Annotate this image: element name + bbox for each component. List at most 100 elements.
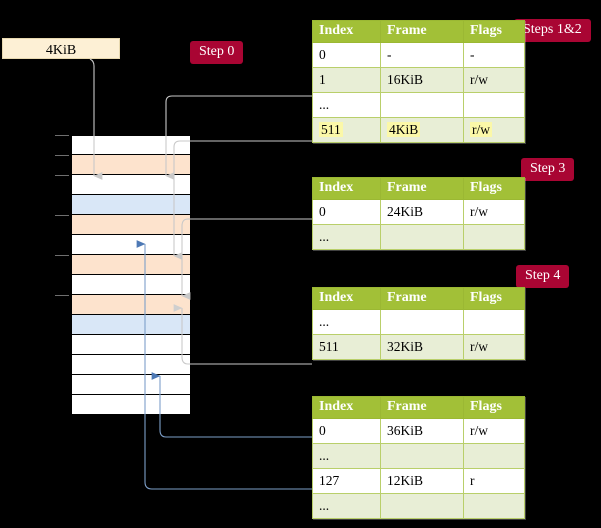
table-row[interactable]: 511 32KiB r/w — [312, 334, 525, 360]
memory-frame-row — [71, 155, 191, 175]
table-cell: r — [463, 468, 525, 494]
table-cell — [380, 309, 464, 335]
column-header-index: Index — [312, 287, 381, 310]
table-cell — [380, 493, 464, 519]
table-cell: 127 — [312, 468, 381, 494]
table-cell: r/w — [463, 67, 525, 93]
column-header-frame: Frame — [380, 177, 464, 200]
table-cell-value: 4KiB — [387, 121, 421, 137]
table-cell: 32KiB — [380, 334, 464, 360]
table-cell-value: - — [387, 46, 392, 62]
table-cell: 4KiB — [380, 117, 464, 143]
table-cell: r/w — [463, 334, 525, 360]
badge-step-4: Step 4 — [516, 265, 570, 288]
table-cell-value: ... — [319, 497, 330, 513]
table-cell-value: ... — [319, 96, 330, 112]
table-row[interactable]: ... — [312, 92, 525, 118]
table-cell: ... — [312, 443, 381, 469]
table-cell — [463, 92, 525, 118]
memory-frame-tick — [55, 175, 69, 176]
column-header-frame: Frame — [380, 396, 464, 419]
table-cell-value: r — [470, 472, 475, 488]
table-cell-value: r/w — [470, 121, 492, 137]
table-cell-value: 32KiB — [387, 338, 424, 354]
table-cell: 0 — [312, 418, 381, 444]
table-row[interactable]: 0 24KiB r/w — [312, 199, 525, 225]
column-header-index: Index — [312, 177, 381, 200]
memory-frame-row — [71, 335, 191, 355]
table-cell: 0 — [312, 42, 381, 68]
table-cell — [463, 224, 525, 250]
memory-frame-row — [71, 375, 191, 395]
column-header-index: Index — [312, 20, 381, 43]
memory-frame-row — [71, 175, 191, 195]
table-cell-value: r/w — [470, 71, 488, 87]
column-header-frame: Frame — [380, 20, 464, 43]
table-cell: r/w — [463, 117, 525, 143]
memory-frame-row — [71, 295, 191, 315]
memory-frame-tick — [55, 255, 69, 256]
table-cell: 24KiB — [380, 199, 464, 225]
column-header-flags: Flags — [463, 287, 525, 310]
table-cell-value: 0 — [319, 203, 326, 219]
memory-frame-tick — [55, 135, 69, 136]
table-cell-value: 0 — [319, 422, 326, 438]
table-row[interactable]: 1 16KiB r/w — [312, 67, 525, 93]
table-cell-value: r/w — [470, 203, 488, 219]
table-cell: 36KiB — [380, 418, 464, 444]
table-cell: 511 — [312, 117, 381, 143]
table-row[interactable]: 0-- — [312, 42, 525, 68]
memory-frame-tick — [55, 295, 69, 296]
source-address-label: 4KiB — [45, 43, 77, 58]
table-cell-value: r/w — [470, 338, 488, 354]
table-cell-value: 1 — [319, 71, 326, 87]
badge-steps-1-2: Steps 1&2 — [514, 19, 591, 42]
table-cell-value: 511 — [319, 338, 339, 354]
memory-frame-tick — [55, 155, 69, 156]
memory-frame-row — [71, 255, 191, 275]
table-cell: - — [463, 42, 525, 68]
table-cell: 16KiB — [380, 67, 464, 93]
table-cell: 12KiB — [380, 468, 464, 494]
table-cell: 511 — [312, 334, 381, 360]
table-row[interactable]: ... — [312, 493, 525, 519]
physical-memory-column — [55, 135, 191, 415]
table-cell-value: r/w — [470, 422, 488, 438]
table-cell: ... — [312, 493, 381, 519]
table-row[interactable]: ... — [312, 443, 525, 469]
memory-frame-row — [71, 355, 191, 375]
column-header-index: Index — [312, 396, 381, 419]
table-row[interactable]: ... — [312, 224, 525, 250]
table-cell — [463, 493, 525, 519]
source-address-box: 4KiB — [2, 38, 120, 59]
table-cell — [380, 92, 464, 118]
table-cell: r/w — [463, 199, 525, 225]
table-row[interactable]: ... — [312, 309, 525, 335]
table-cell-value: 127 — [319, 472, 340, 488]
table-row[interactable]: 511 4KiB r/w — [312, 117, 525, 143]
table-cell: 1 — [312, 67, 381, 93]
memory-frame-row — [71, 235, 191, 255]
memory-frame-row — [71, 195, 191, 215]
table-row[interactable]: 0 36KiB r/w — [312, 418, 525, 444]
memory-frame-row — [71, 135, 191, 155]
table-cell — [463, 443, 525, 469]
column-header-flags: Flags — [463, 396, 525, 419]
table-cell: - — [380, 42, 464, 68]
table-cell-value: 16KiB — [387, 71, 424, 87]
memory-frame-row — [71, 315, 191, 335]
column-header-frame: Frame — [380, 287, 464, 310]
table-cell: r/w — [463, 418, 525, 444]
table-cell: ... — [312, 92, 381, 118]
table-cell-value: ... — [319, 228, 330, 244]
table-cell — [380, 443, 464, 469]
table-row[interactable]: 127 12KiB r — [312, 468, 525, 494]
